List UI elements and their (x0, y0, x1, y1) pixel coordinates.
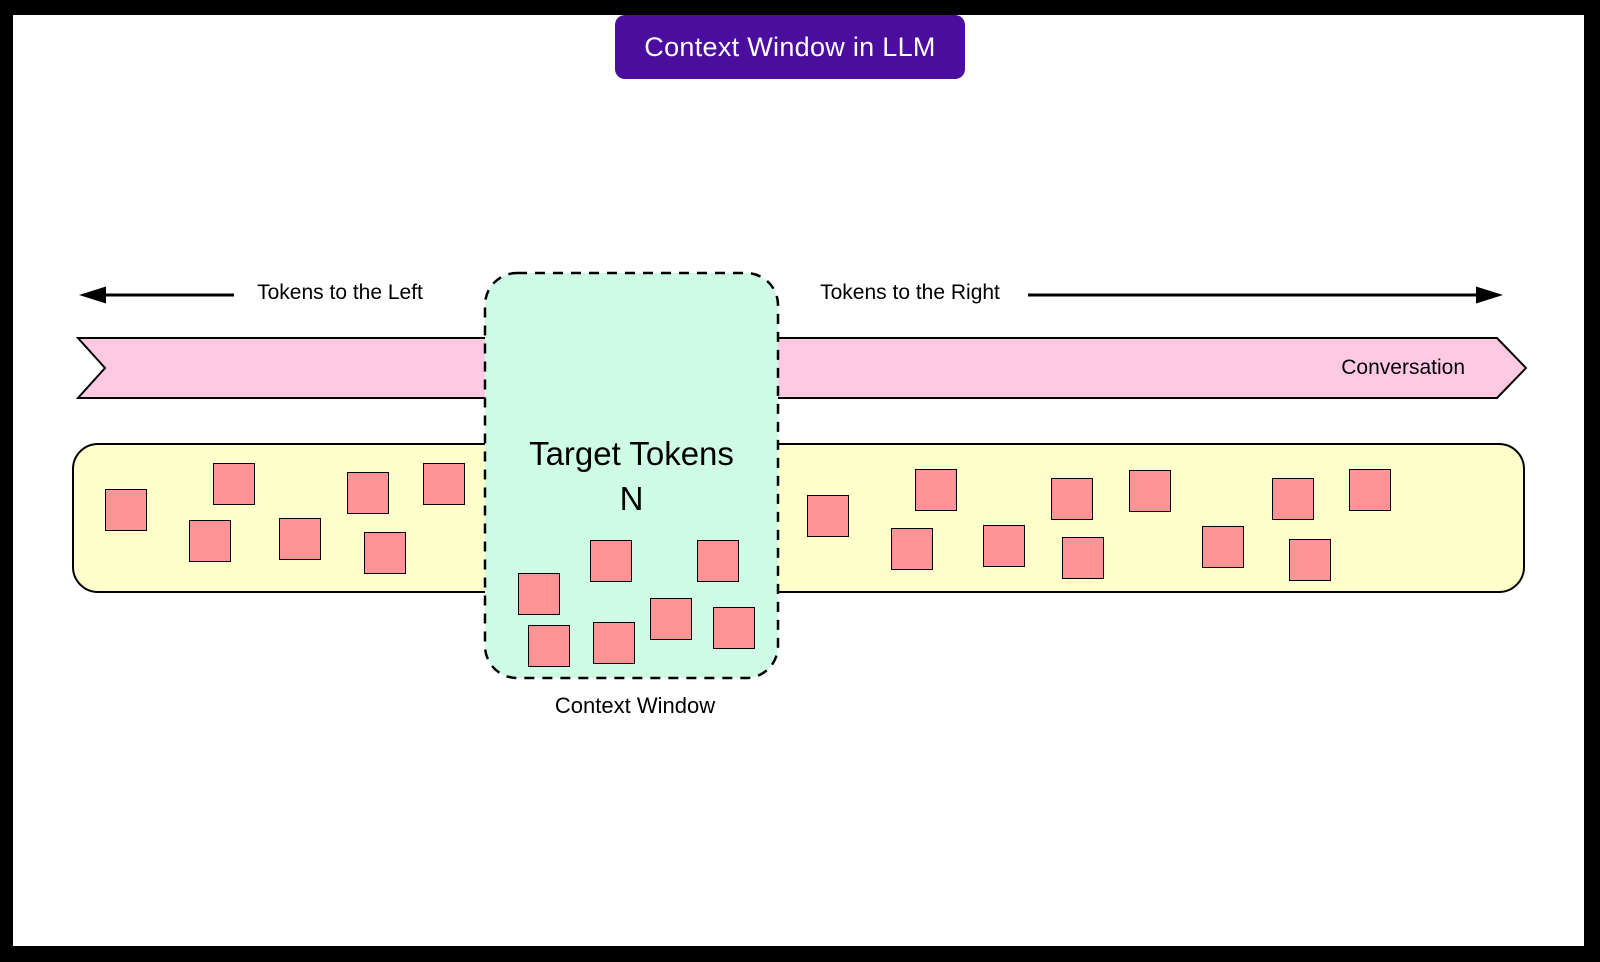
token-square (105, 489, 147, 531)
token-square (1202, 526, 1244, 568)
token-square (593, 622, 635, 664)
target-tokens-n: N (619, 480, 644, 517)
token-square (1289, 539, 1331, 581)
token-square (1051, 478, 1093, 520)
token-square (1349, 469, 1391, 511)
conversation-label: Conversation (1341, 356, 1465, 379)
token-square (347, 472, 389, 514)
token-square (807, 495, 849, 537)
context-window-label: Context Window (554, 693, 716, 718)
token-square (528, 625, 570, 667)
context-window-text: Target Tokens N (483, 431, 780, 521)
token-square (891, 528, 933, 570)
token-square (1272, 478, 1314, 520)
token-square (697, 540, 739, 582)
title-text: Context Window in LLM (644, 31, 936, 62)
token-square (518, 573, 560, 615)
right-arrow (1028, 286, 1503, 304)
token-square (590, 540, 632, 582)
token-square (983, 525, 1025, 567)
token-square (1129, 470, 1171, 512)
tokens-left-label: Tokens to the Left (257, 281, 423, 304)
target-tokens-title: Target Tokens (529, 435, 734, 472)
title-banner: Context Window in LLM (615, 15, 965, 79)
token-square (364, 532, 406, 574)
tokens-right-label: Tokens to the Right (820, 281, 1000, 304)
token-square (189, 520, 231, 562)
left-arrow (79, 286, 234, 304)
token-square (650, 598, 692, 640)
token-square (915, 469, 957, 511)
token-square (713, 607, 755, 649)
token-square (279, 518, 321, 560)
token-square (1062, 537, 1104, 579)
token-square (423, 463, 465, 505)
conversation-ribbon (75, 337, 1528, 399)
token-square (213, 463, 255, 505)
